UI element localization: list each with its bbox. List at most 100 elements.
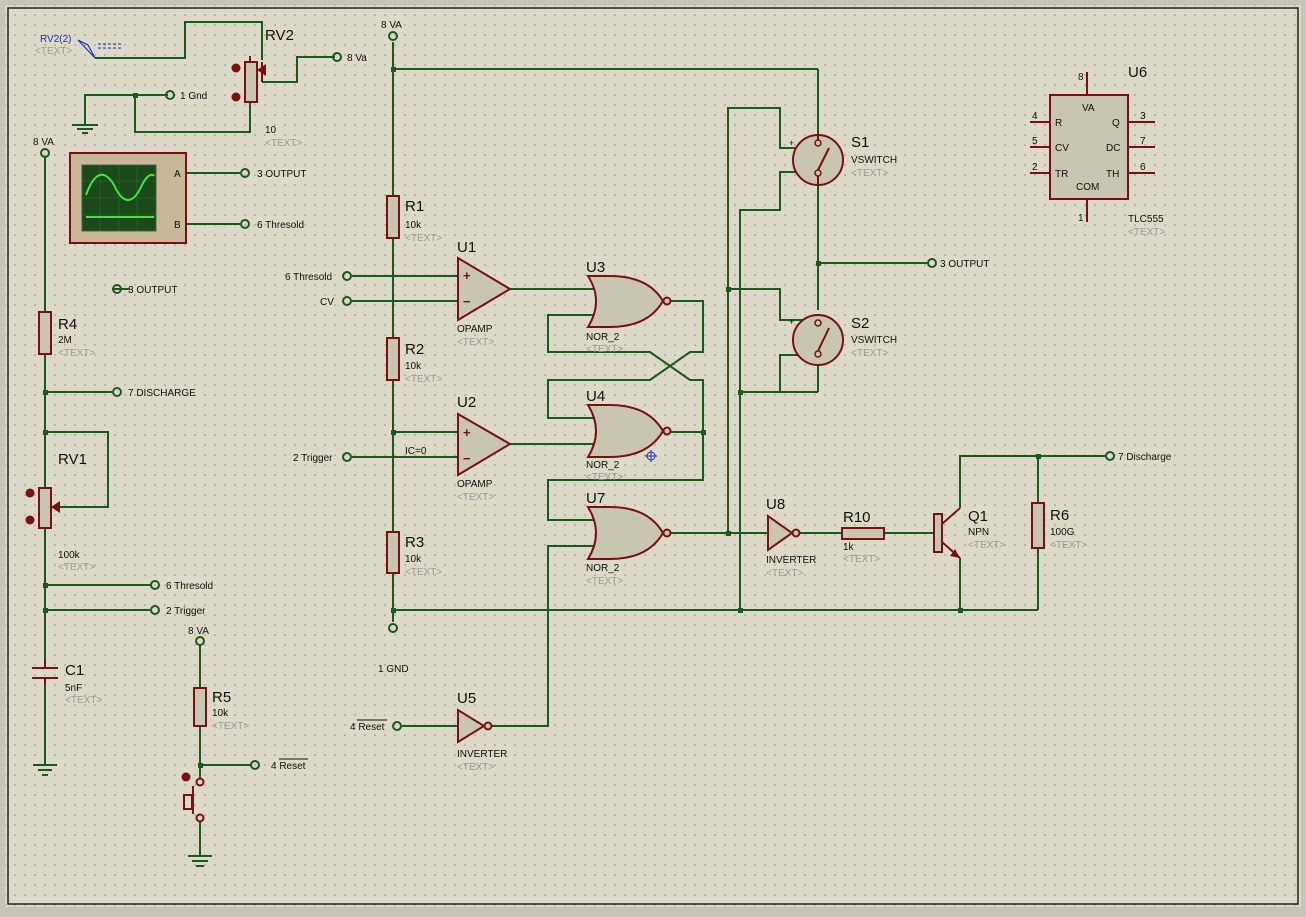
svg-text:NOR_2: NOR_2 [586, 332, 620, 343]
svg-text:TLC555: TLC555 [1128, 214, 1164, 225]
initial-condition-label: IC=0 [405, 446, 427, 457]
svg-text:U4: U4 [586, 388, 605, 405]
terminal-label-cv: CV [320, 297, 334, 308]
rv2-probe[interactable]: RV2(2) <TEXT> [35, 34, 122, 59]
resistor-r5[interactable]: R5 10k <TEXT> [193, 687, 249, 732]
ic-u6-tlc555[interactable]: U6 TLC555 <TEXT> 8 1 4 5 2 3 7 6 VA R CV… [1032, 64, 1165, 238]
svg-text:RV2(2): RV2(2) [40, 34, 72, 45]
terminal-label-3output-b: 3 OUTPUT [128, 285, 177, 296]
svg-text:RV1: RV1 [58, 451, 87, 468]
svg-text:OPAMP: OPAMP [457, 479, 493, 490]
svg-text:S1: S1 [851, 134, 869, 151]
opamp-u2[interactable]: + − U2 OPAMP <TEXT> [457, 394, 512, 503]
svg-text:4: 4 [1032, 111, 1038, 122]
svg-text:10: 10 [265, 125, 277, 136]
junction-dots [43, 67, 1041, 768]
svg-text:R: R [1055, 118, 1062, 129]
svg-text:U1: U1 [457, 239, 476, 256]
svg-text:2M: 2M [58, 335, 72, 346]
terminal-label-4reset-c: 4 Reset [350, 719, 387, 733]
terminal-label-8va: 8 Va [347, 53, 367, 64]
svg-text:<TEXT>: <TEXT> [1128, 227, 1165, 238]
svg-text:7: 7 [1140, 136, 1146, 147]
svg-text:−: − [463, 294, 471, 309]
svg-text:<TEXT>: <TEXT> [212, 721, 249, 732]
nor-gate-u3[interactable]: U3 NOR_2 <TEXT> [586, 259, 672, 355]
svg-text:1k: 1k [843, 542, 855, 553]
svg-text:3: 3 [1140, 111, 1146, 122]
svg-text:R4: R4 [58, 316, 77, 333]
svg-text:<TEXT>: <TEXT> [65, 695, 102, 706]
svg-text:U6: U6 [1128, 64, 1147, 81]
terminal-label-6thresold-b: 6 Thresold [166, 581, 213, 592]
inverter-u5[interactable]: U5 INVERTER <TEXT> [457, 690, 507, 773]
terminal-label-7discharge: 7 DISCHARGE [128, 388, 196, 399]
terminal-label-6thresold-c: 6 Thresold [285, 272, 332, 283]
svg-text:NOR_2: NOR_2 [586, 563, 620, 574]
svg-text:<TEXT>: <TEXT> [58, 348, 95, 359]
svg-text:R10: R10 [843, 509, 871, 526]
svg-text:<TEXT>: <TEXT> [457, 337, 494, 348]
power-label-8va-r5: 8 VA [188, 626, 209, 637]
wires [44, 21, 1155, 856]
svg-text:R5: R5 [212, 689, 231, 706]
svg-text:10k: 10k [405, 220, 422, 231]
svg-text:+: + [789, 138, 794, 148]
probe-arrow-icon [77, 39, 96, 59]
svg-text:TR: TR [1055, 169, 1068, 180]
svg-text:<TEXT>: <TEXT> [851, 348, 888, 359]
svg-text:COM: COM [1076, 182, 1099, 193]
svg-text:10k: 10k [405, 554, 422, 565]
resistor-r4[interactable]: R4 2M <TEXT> [38, 311, 95, 359]
nor-gate-u7[interactable]: U7 NOR_2 <TEXT> [586, 490, 672, 587]
svg-text:NOR_2: NOR_2 [586, 460, 620, 471]
svg-text:U8: U8 [766, 496, 785, 513]
svg-text:10k: 10k [405, 361, 422, 372]
pushbutton-reset[interactable] [181, 772, 205, 823]
sheet-border [7, 7, 1299, 905]
inverter-u8[interactable]: U8 INVERTER <TEXT> [766, 496, 816, 579]
svg-text:<TEXT>: <TEXT> [843, 554, 880, 565]
transistor-q1[interactable]: Q1 NPN <TEXT> [933, 507, 1005, 559]
vswitch-s1[interactable]: + S1 VSWITCH <TEXT> [789, 134, 897, 186]
svg-text:−: − [463, 451, 471, 466]
svg-text:<TEXT>: <TEXT> [405, 567, 442, 578]
svg-text:<TEXT>: <TEXT> [265, 138, 302, 149]
svg-text:<TEXT>: <TEXT> [586, 472, 623, 483]
svg-text:<TEXT>: <TEXT> [766, 568, 803, 579]
svg-text:<TEXT>: <TEXT> [35, 46, 72, 57]
terminals [40, 31, 1115, 770]
svg-text:5: 5 [1032, 136, 1038, 147]
svg-text:<TEXT>: <TEXT> [405, 233, 442, 244]
nor-gate-u4[interactable]: U4 NOR_2 <TEXT> [586, 388, 672, 483]
resistor-r6[interactable]: R6 100G <TEXT> [1031, 502, 1087, 551]
svg-text:<TEXT>: <TEXT> [968, 540, 1005, 551]
svg-text:S2: S2 [851, 315, 869, 332]
resistor-r1[interactable]: R1 10k <TEXT> [386, 195, 442, 244]
svg-text:U5: U5 [457, 690, 476, 707]
svg-text:10k: 10k [212, 708, 229, 719]
terminal-label-6thresold-a: 6 Thresold [257, 220, 304, 231]
opamp-u1[interactable]: + − U1 OPAMP <TEXT> [457, 239, 512, 348]
svg-text:100G: 100G [1050, 527, 1075, 538]
potentiometer-rv1[interactable]: RV1 100k <TEXT> [25, 451, 96, 573]
svg-text:U2: U2 [457, 394, 476, 411]
resistor-r3[interactable]: R3 10k <TEXT> [386, 531, 442, 578]
svg-text:U7: U7 [586, 490, 605, 507]
resistor-r10[interactable]: R10 1k <TEXT> [841, 509, 885, 565]
svg-text:R6: R6 [1050, 507, 1069, 524]
crosshair-cursor-icon [645, 450, 657, 462]
potentiometer-rv2[interactable]: RV2 10 <TEXT> [231, 27, 303, 149]
svg-text:VSWITCH: VSWITCH [851, 155, 897, 166]
svg-text:C1: C1 [65, 662, 84, 679]
oscilloscope[interactable]: A B [69, 152, 187, 244]
vswitch-s2[interactable]: + S2 VSWITCH <TEXT> [789, 314, 897, 366]
svg-text:100k: 100k [58, 550, 81, 561]
ground-symbols [33, 124, 212, 867]
resistor-r2[interactable]: R2 10k <TEXT> [386, 337, 442, 385]
scope-trace-a [85, 173, 155, 201]
svg-text:VA: VA [1082, 103, 1095, 114]
capacitor-c1[interactable]: C1 5nF <TEXT> [32, 660, 102, 706]
svg-text:VSWITCH: VSWITCH [851, 335, 897, 346]
